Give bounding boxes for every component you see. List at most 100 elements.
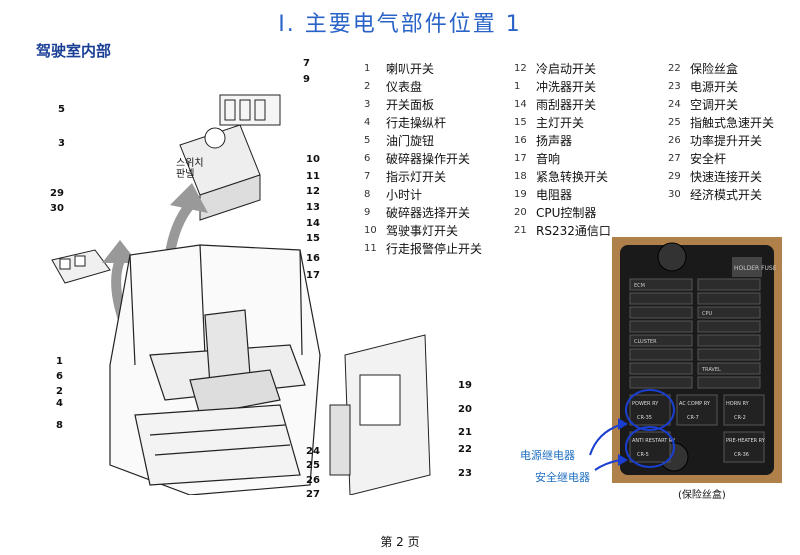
fuse-slot xyxy=(697,278,761,291)
legend-item-number: 24 xyxy=(668,99,681,110)
legend-item-number: 9 xyxy=(364,207,371,218)
legend-item-label: 小时计 xyxy=(386,188,423,202)
fuse-slot xyxy=(697,292,761,305)
callout-number: 8 xyxy=(56,420,63,431)
svg-text:CR-35: CR-35 xyxy=(637,415,652,421)
legend-item-label: 仪表盘 xyxy=(386,80,423,94)
legend-item-number: 1 xyxy=(364,63,371,74)
legend-item-number: 5 xyxy=(364,135,371,146)
legend-item-label: 电源开关 xyxy=(690,80,739,94)
svg-text:CR-2: CR-2 xyxy=(734,415,746,421)
legend-item-label: 破碎器选择开关 xyxy=(386,206,471,220)
svg-text:AC COMP RY: AC COMP RY xyxy=(679,401,711,407)
legend-item-label: 驾驶事灯开关 xyxy=(386,224,459,238)
callout-number: 10 xyxy=(306,154,320,165)
page-footer: 第 2 页 xyxy=(380,535,420,549)
callout-number: 3 xyxy=(58,138,65,149)
fuse-slot xyxy=(629,292,693,305)
legend-item-label: 喇叭开关 xyxy=(386,62,435,76)
legend-item-label: 冲洗器开关 xyxy=(536,80,597,94)
fuse-slot xyxy=(629,362,693,375)
callout-number: 4 xyxy=(56,398,63,409)
switch-panel-label: 스위치 판넬 xyxy=(176,158,204,180)
callout-number: 27 xyxy=(306,489,320,500)
legend-item: 23 电源开关 xyxy=(668,78,774,96)
legend-item-label: 指触式急速开关 xyxy=(690,116,775,130)
callout-number: 23 xyxy=(458,468,472,479)
legend-item-label: 音响 xyxy=(536,152,561,166)
legend-item: 25 指触式急速开关 xyxy=(668,114,774,132)
legend-item-number: 16 xyxy=(514,135,527,146)
callout-number: 15 xyxy=(306,233,320,244)
legend-item-number: 12 xyxy=(514,63,527,74)
callout-number: 1 xyxy=(56,356,63,367)
callout-number: 5 xyxy=(58,104,65,115)
legend-item-label: 扬声器 xyxy=(536,134,573,148)
callout-number: 14 xyxy=(306,218,320,229)
legend-item-label: 空调开关 xyxy=(690,98,739,112)
fuse-slot xyxy=(629,334,693,347)
fuse-slot xyxy=(629,278,693,291)
svg-text:PRE-HEATER RY: PRE-HEATER RY xyxy=(726,438,766,444)
legend-item-number: 11 xyxy=(364,243,377,254)
legend-item-label: 冷启动开关 xyxy=(536,62,597,76)
legend-item-number: 10 xyxy=(364,225,377,236)
callout-number: 12 xyxy=(306,186,320,197)
fuse-slot xyxy=(697,348,761,361)
fuse-box-photo: HOLDER FUSE ECMCPUCLUSTERTRAVELCONVERTER… xyxy=(612,237,782,483)
legend-item-label: 雨刮器开关 xyxy=(536,98,597,112)
legend-item-number: 23 xyxy=(668,81,681,92)
legend-item-label: 经济模式开关 xyxy=(690,188,763,202)
svg-text:POWER RY: POWER RY xyxy=(632,401,659,407)
svg-text:CR-36: CR-36 xyxy=(734,452,749,458)
fuse-slot xyxy=(697,362,761,375)
svg-text:CR-7: CR-7 xyxy=(687,415,699,421)
legend-item-label: CPU控制器 xyxy=(536,206,597,220)
svg-text:CR-5: CR-5 xyxy=(637,452,649,458)
legend-item-number: 30 xyxy=(668,189,681,200)
callout-number: 13 xyxy=(306,202,320,213)
legend-item: 1 喇叭开关 xyxy=(364,60,482,78)
legend-item-label: RS232通信口 xyxy=(536,224,611,238)
fuse-slot xyxy=(629,306,693,319)
legend-item-number: 18 xyxy=(514,171,527,182)
legend-item-label: 开关面板 xyxy=(386,98,435,112)
fuse-label: TRAVEL xyxy=(701,367,721,373)
legend-item: 12 冷启动开关 xyxy=(514,60,611,78)
legend-item-label: 紧急转换开关 xyxy=(536,170,609,184)
legend-item-number: 29 xyxy=(668,171,681,182)
legend-item-number: 2 xyxy=(364,81,371,92)
fuse-slot xyxy=(629,376,693,389)
fuse-slot xyxy=(629,348,693,361)
fuse-label: ECM xyxy=(634,283,645,289)
legend-item-number: 8 xyxy=(364,189,371,200)
legend-item-label: 油门旋钮 xyxy=(386,134,435,148)
legend-item-number: 25 xyxy=(668,117,681,128)
callout-number: 24 xyxy=(306,446,320,457)
legend-item: 24 空调开关 xyxy=(668,96,774,114)
legend-item-number: 6 xyxy=(364,153,371,164)
page-title: Ⅰ. 主要电气部件位置 1 xyxy=(278,12,522,37)
legend-item: 2 仪表盘 xyxy=(364,78,482,96)
callout-number: 25 xyxy=(306,460,320,471)
legend-item: 9 破碎器选择开关 xyxy=(364,204,482,222)
callout-number: 21 xyxy=(458,427,472,438)
legend-item-number: 4 xyxy=(364,117,371,128)
legend-item: 5 油门旋钮 xyxy=(364,132,482,150)
legend-item-number: 15 xyxy=(514,117,527,128)
fuse-slot xyxy=(697,334,761,347)
callout-number: 2 xyxy=(56,386,63,397)
